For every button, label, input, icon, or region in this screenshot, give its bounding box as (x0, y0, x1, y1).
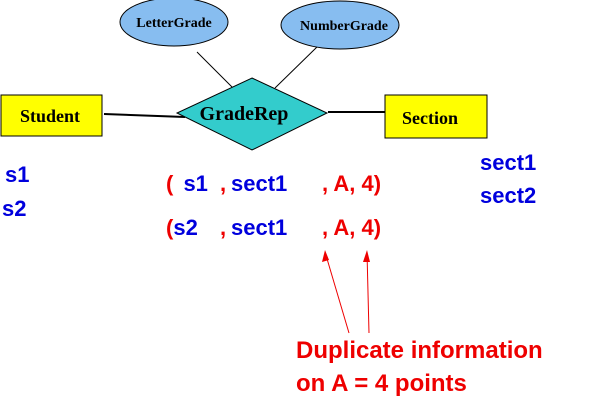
tuple-2-rest: , A, 4) (322, 215, 381, 240)
tuple-2-open: (s2 (166, 215, 198, 240)
arrowhead-grade-number-icon (363, 250, 370, 262)
tuple-1-rest: , A, 4) (322, 171, 381, 196)
section-sect1: sect1 (480, 150, 536, 175)
entity-section-label: Section (402, 108, 458, 128)
entity-student-label: Student (20, 106, 80, 126)
annotation-line-1: Duplicate information (296, 337, 543, 364)
section-sect2: sect2 (480, 183, 536, 208)
arrow-to-grade-letter (324, 251, 350, 334)
attribute-number-grade (280, 0, 400, 50)
tuple-1-sep: , (220, 171, 226, 196)
tuple-2-sep: , (220, 215, 226, 240)
attribute-letter-grade (119, 0, 229, 47)
arrow-to-grade-number (366, 251, 370, 334)
connector-student (103, 113, 186, 118)
tuple-2-section: sect1 (231, 215, 287, 240)
tuple-1-open: ( s1 (166, 171, 208, 196)
connector-number-grade (274, 45, 319, 89)
tuple-1-section: sect1 (231, 171, 287, 196)
relationship-graderep (175, 77, 329, 151)
relationship-graderep-label: GradeRep (200, 103, 289, 125)
attribute-letter-grade-label: LetterGrade (136, 16, 211, 31)
attribute-number-grade-label: NumberGrade (300, 19, 388, 34)
student-s2: s2 (2, 196, 26, 221)
student-s1: s1 (5, 162, 29, 187)
entity-section (384, 94, 488, 139)
annotation-line-2: on A = 4 points (296, 370, 467, 397)
entity-student (0, 94, 103, 137)
arrowhead-grade-letter-icon (322, 250, 329, 262)
connector-letter-grade (196, 51, 234, 89)
